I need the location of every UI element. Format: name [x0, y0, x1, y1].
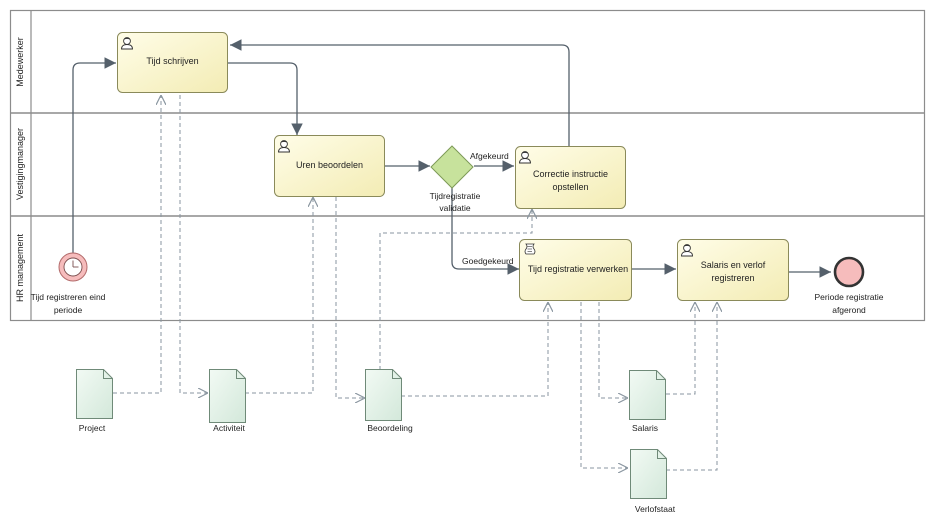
task-label: Tijd schrijven: [146, 56, 198, 66]
data-object-activiteit[interactable]: Activiteit: [209, 369, 246, 434]
gateway-diamond: [430, 145, 474, 189]
document-icon: [365, 369, 402, 421]
start-event-label-line1: Tijd registreren eind: [31, 292, 106, 302]
task-tijd-schrijven[interactable]: Tijd schrijven: [117, 32, 228, 93]
start-event-label-line2: periode: [54, 305, 83, 315]
script-icon: [524, 243, 536, 255]
data-object-label: Project: [79, 423, 106, 433]
association-beoordeling-to-tijd-registratie: [401, 302, 548, 397]
task-label-line1: Salaris en verlof: [701, 260, 766, 270]
flow-label-goedgekeurd: Goedgekeurd: [462, 256, 514, 266]
task-label-line1: Correctie instructie: [533, 169, 608, 179]
lane-label-vestigingmanager: Vestigingmanager: [15, 128, 25, 200]
document-icon: [629, 370, 666, 420]
gateway-label-line1: Tijdregistratie: [430, 191, 481, 201]
flow-tijd-schrijven-to-uren-beoordelen: [228, 62, 303, 135]
task-uren-beoordelen[interactable]: Uren beoordelen: [274, 135, 385, 197]
data-object-label: Activiteit: [213, 423, 245, 433]
task-label: Uren beoordelen: [296, 160, 363, 170]
end-event-circle: [833, 256, 865, 288]
gateway-tijdregistratie-validatie[interactable]: Tijdregistratie validatie: [430, 145, 481, 213]
data-object-label: Beoordeling: [367, 423, 413, 433]
association-activiteit-to-uren-beoordelen: [245, 197, 313, 394]
lane-label-hr-management: HR management: [15, 233, 25, 302]
end-event-label-line2: afgerond: [832, 305, 866, 315]
data-object-project[interactable]: Project: [76, 369, 113, 434]
end-event-label-line1: Periode registratie: [815, 292, 884, 302]
document-icon: [209, 369, 246, 423]
sequence-flows: [72, 39, 831, 278]
data-object-salaris[interactable]: Salaris: [629, 370, 666, 434]
flow-correctie-to-tijd-schrijven: [230, 39, 570, 146]
association-tijd-schrijven-to-activiteit: [179, 95, 208, 393]
flow-start-to-tijd-schrijven: [72, 57, 116, 253]
data-object-label: Salaris: [632, 423, 658, 433]
lane-label-medewerker: Medewerker: [15, 37, 25, 87]
association-beoordeling-to-correctie: [379, 209, 532, 370]
association-uren-beoordelen-to-beoordeling: [335, 197, 365, 398]
task-label: Tijd registratie verwerken: [528, 264, 628, 274]
task-salaris-en-verlof-registreren[interactable]: Salaris en verlof registreren: [677, 239, 789, 301]
document-icon: [76, 369, 113, 419]
association-tijd-registratie-to-salaris: [598, 302, 628, 398]
association-salaris-to-salaris-registreren: [666, 302, 695, 395]
pool-border: [9, 9, 926, 322]
data-object-beoordeling[interactable]: Beoordeling: [365, 369, 413, 434]
association-verlofstaat-to-salaris-registreren: [666, 302, 717, 471]
document-icon: [630, 449, 667, 499]
pool: Medewerker Vestigingmanager HR managemen…: [9, 9, 926, 322]
data-object-verlofstaat[interactable]: Verlofstaat: [630, 449, 676, 515]
start-event-timer[interactable]: Tijd registreren eind periode: [31, 252, 106, 315]
task-label-line2: registreren: [711, 273, 754, 283]
gateway-label-line2: validatie: [439, 203, 470, 213]
association-project-to-tijd-schrijven: [113, 95, 161, 394]
flow-gateway-to-tijd-registratie: [451, 188, 519, 275]
end-event[interactable]: Periode registratie afgerond: [815, 256, 884, 315]
association-tijd-registratie-to-verlofstaat: [580, 302, 628, 468]
data-object-label: Verlofstaat: [635, 504, 676, 514]
task-tijd-registratie-verwerken[interactable]: Tijd registratie verwerken: [519, 239, 632, 301]
task-correctie-instructie-opstellen[interactable]: Correctie instructie opstellen: [515, 146, 626, 209]
task-label-line2: opstellen: [552, 182, 588, 192]
associations: [113, 95, 717, 470]
flow-label-afgekeurd: Afgekeurd: [470, 151, 509, 161]
clock-icon: [63, 257, 83, 277]
